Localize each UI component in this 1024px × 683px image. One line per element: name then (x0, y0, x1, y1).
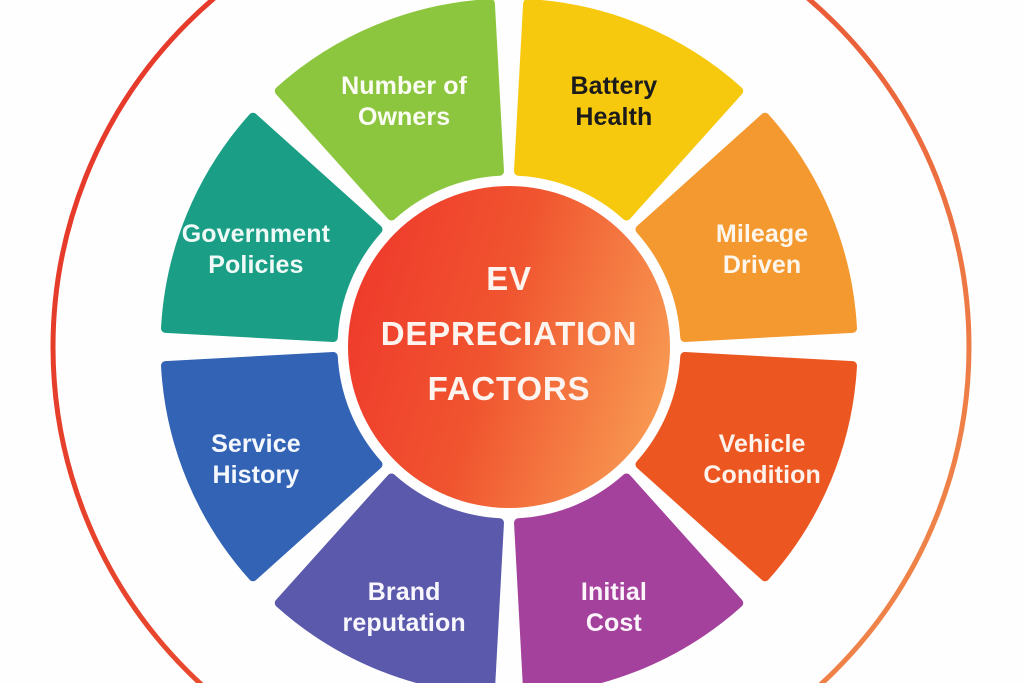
segment-shape-service-history[interactable] (161, 352, 383, 582)
segment-label-line: Policies (208, 251, 303, 279)
segment-label-line: Vehicle (719, 430, 806, 458)
segment-label-line: Health (575, 103, 652, 131)
segment-label-line: Brand (368, 578, 441, 606)
outer-ring (50, 0, 972, 683)
wheel-segment-number-of-owners[interactable]: Number of Owners (274, 0, 504, 221)
center-line-2: DEPRECIATION (381, 315, 638, 352)
wheel-segment-brand-reputation[interactable]: Brand reputation (274, 473, 504, 683)
segment-shape-mileage-driven[interactable] (635, 112, 857, 342)
segment-label-line: Number of (341, 72, 467, 100)
segment-label-line: Cost (586, 609, 643, 637)
segment-shape-battery-health[interactable] (514, 0, 744, 221)
segment-label-number-of-owners: Number of Owners (341, 72, 467, 131)
segment-label-line: Owners (358, 103, 450, 131)
segment-label-line: Battery (570, 72, 657, 100)
segment-label-line: Service (211, 430, 301, 458)
segment-shape-initial-cost[interactable] (514, 473, 744, 683)
segment-shape-government-policies[interactable] (161, 112, 383, 342)
center-disc (348, 186, 670, 508)
segment-label-line: Government (182, 220, 331, 248)
segment-shape-brand-reputation[interactable] (274, 473, 504, 683)
segment-shape-vehicle-condition[interactable] (635, 352, 857, 582)
segment-label-line: History (212, 461, 299, 489)
segment-label-line: reputation (342, 609, 465, 637)
segment-label-line: Driven (723, 251, 801, 279)
segment-label-line: Initial (581, 578, 647, 606)
segment-shape-number-of-owners[interactable] (274, 0, 504, 221)
center-line-3: FACTORS (428, 370, 591, 407)
center-line-1: EV (486, 260, 532, 297)
segment-label-line: Condition (703, 461, 821, 489)
segment-label-line: Mileage (716, 220, 808, 248)
center-title: EV DEPRECIATION FACTORS (381, 260, 638, 407)
segment-label-brand-reputation: Brand reputation (342, 578, 465, 637)
